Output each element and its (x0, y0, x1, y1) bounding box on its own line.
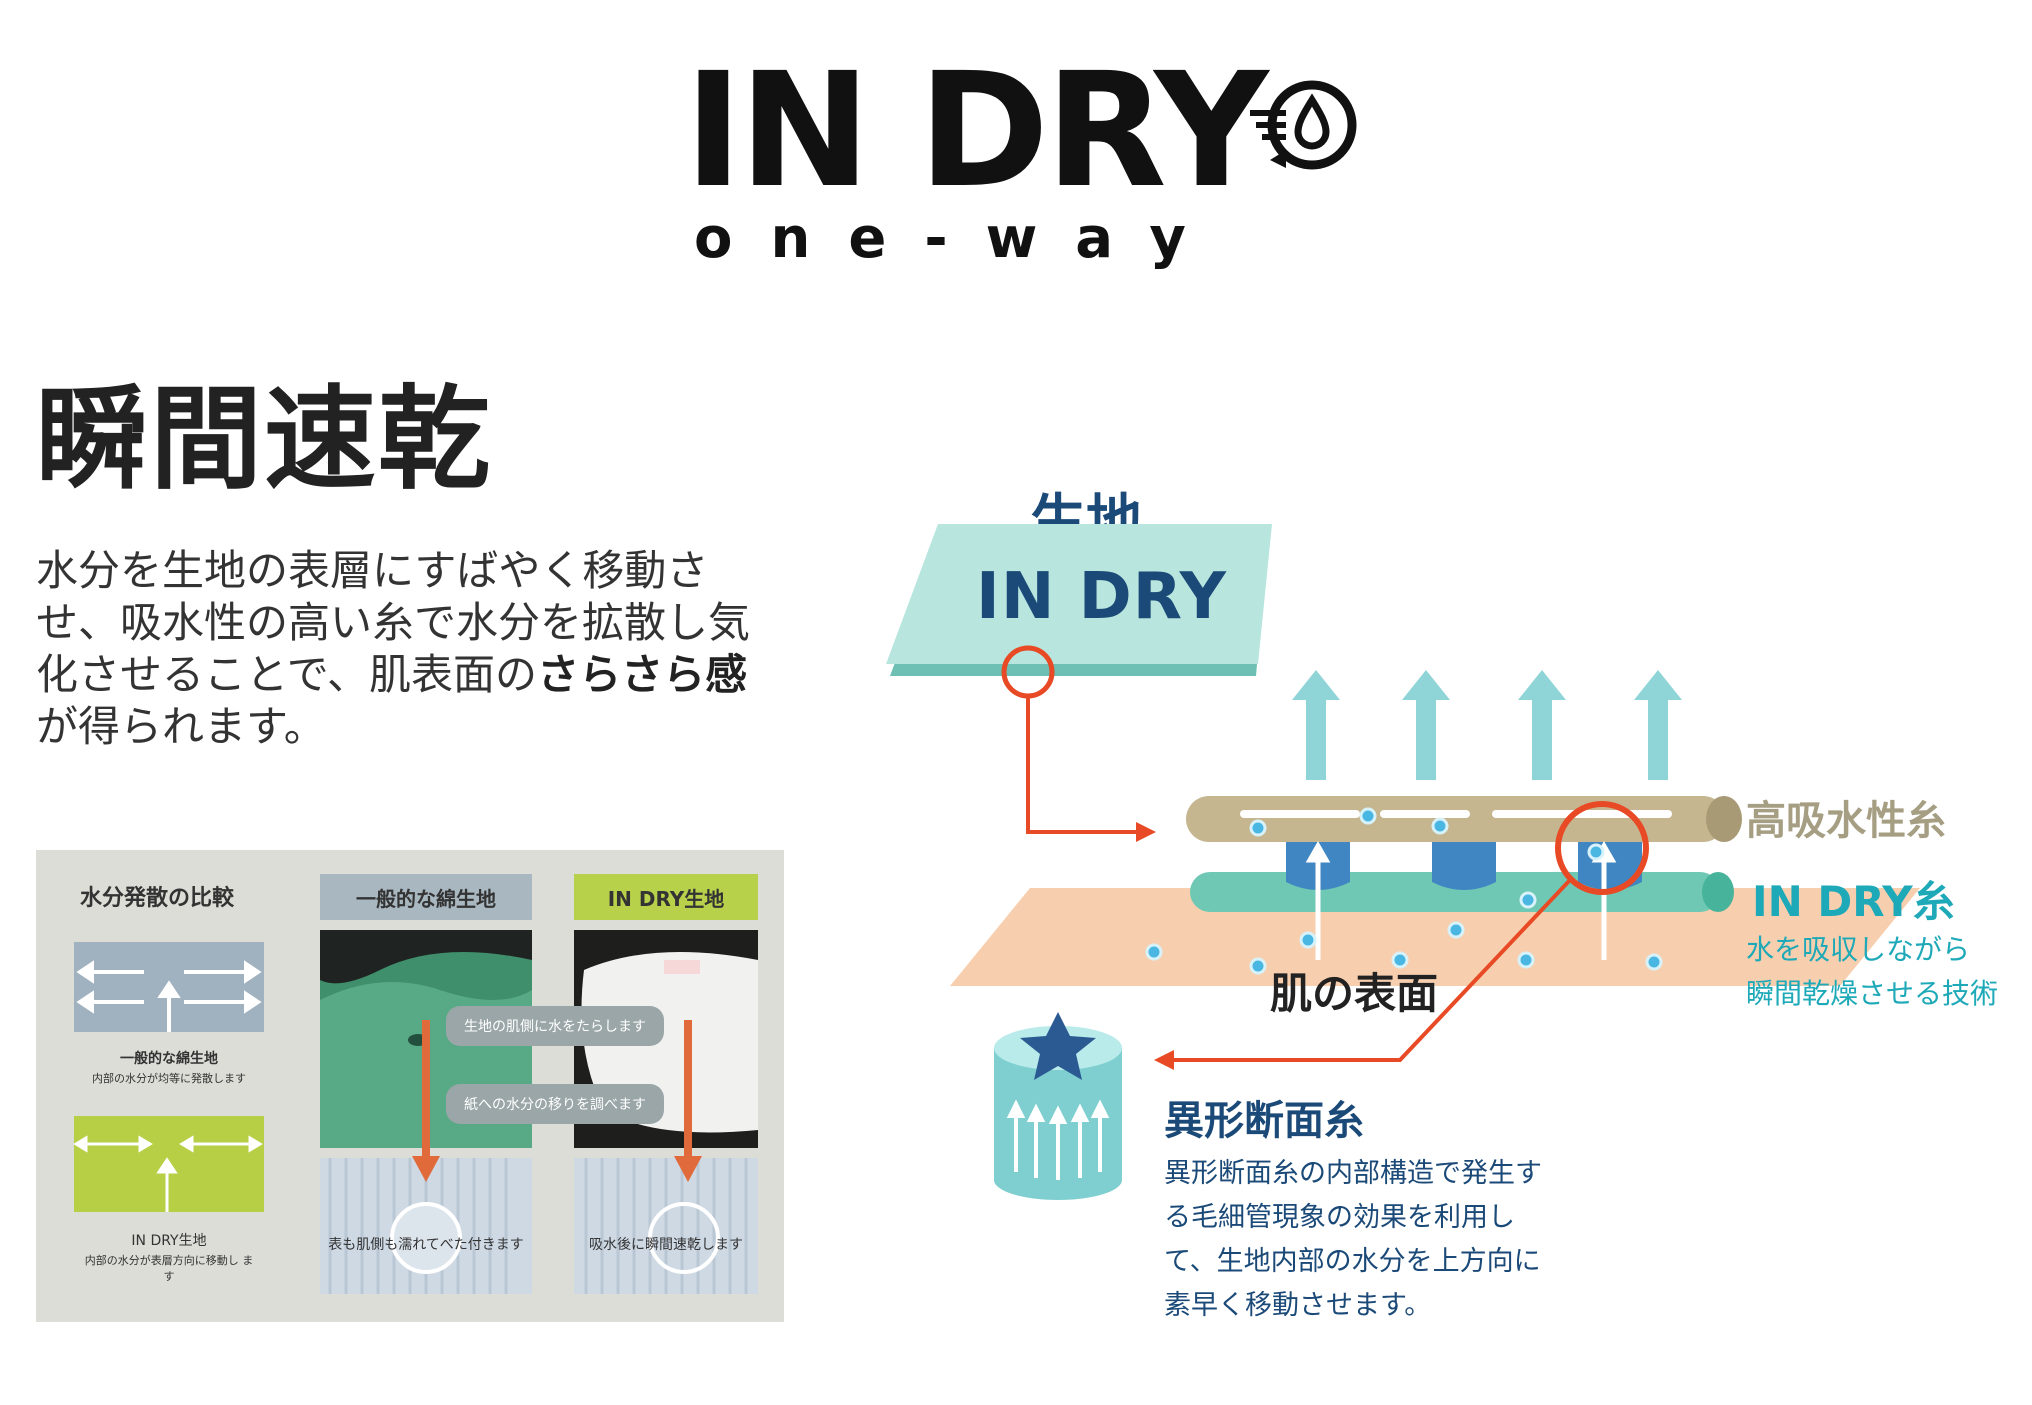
water-drop-icon (1250, 80, 1357, 170)
cross-section-label: 異形断面糸 (1164, 1098, 1364, 1144)
process-arrows (412, 1020, 702, 1182)
cross-section-desc: 異形断面糸の内部構造で発生す る毛細管現象の効果を利用し て、生地内部の水分を上… (1164, 1158, 1542, 1321)
drying-diagram (886, 524, 1920, 1200)
page-heading: 瞬間速乾 (36, 375, 492, 505)
description: 水分を生地の表層にすばやく移動さ せ、吸水性の高い糸で水分を拡散し気 化させるこ… (36, 545, 756, 753)
description-emphasis: さらさら感 (537, 650, 748, 699)
fabric-panel (886, 524, 1272, 664)
fabric-name: IN DRY (976, 560, 1227, 634)
panel-title: 水分発散の比較 (80, 886, 235, 911)
indry-paper-photo (574, 1158, 758, 1294)
cotton-item-title: 一般的な綿生地 (120, 1051, 218, 1067)
skin-label: 肌の表面 (1270, 969, 1439, 1018)
logo: IN DRY one-way (684, 39, 1284, 271)
star-icon (1020, 1012, 1096, 1080)
cotton-result: 表も肌側も濡れてべた付きます (328, 1237, 524, 1253)
indry-yarn-desc: 水を吸収しながら 瞬間乾燥させる技術 (1746, 933, 1999, 1010)
indry-item-caption: 内部の水分が表層方向に移動し ます (84, 1254, 254, 1283)
comparison-panel: 水分発散の比較 一般的な綿生地 内部の水分が均等に発散します IN DRY生地 … (36, 850, 784, 1322)
indry-column-header: IN DRY生地 (574, 874, 758, 920)
step2-label: 紙への水分の移りを調べます (446, 1084, 664, 1124)
logo-title: IN DRY (684, 39, 1269, 223)
indry-item-title: IN DRY生地 (131, 1233, 207, 1249)
cotton-item-caption: 内部の水分が均等に発散します (92, 1072, 246, 1085)
skin-surface (950, 888, 1920, 986)
step1-label: 生地の肌側に水をたらします (446, 1006, 664, 1046)
description-line: せ、吸水性の高い糸で水分を拡散し気 (36, 598, 751, 647)
high-absorb-label: 高吸水性糸 (1746, 798, 1946, 844)
indry-result: 吸水後に瞬間速乾します (589, 1237, 743, 1253)
indry-diffusion-diagram (74, 1116, 264, 1212)
description-line: 化させることで、肌表面のさらさら感 (36, 650, 748, 699)
description-line: が得られます。 (36, 702, 326, 751)
cotton-diffusion-diagram (74, 942, 264, 1032)
logo-subtitle: one-way (694, 206, 1224, 271)
description-line: 水分を生地の表層にすばやく移動さ (36, 546, 709, 595)
cotton-column-header: 一般的な綿生地 (320, 874, 532, 920)
indry-yarn-label: IN DRY糸 (1752, 877, 1955, 926)
